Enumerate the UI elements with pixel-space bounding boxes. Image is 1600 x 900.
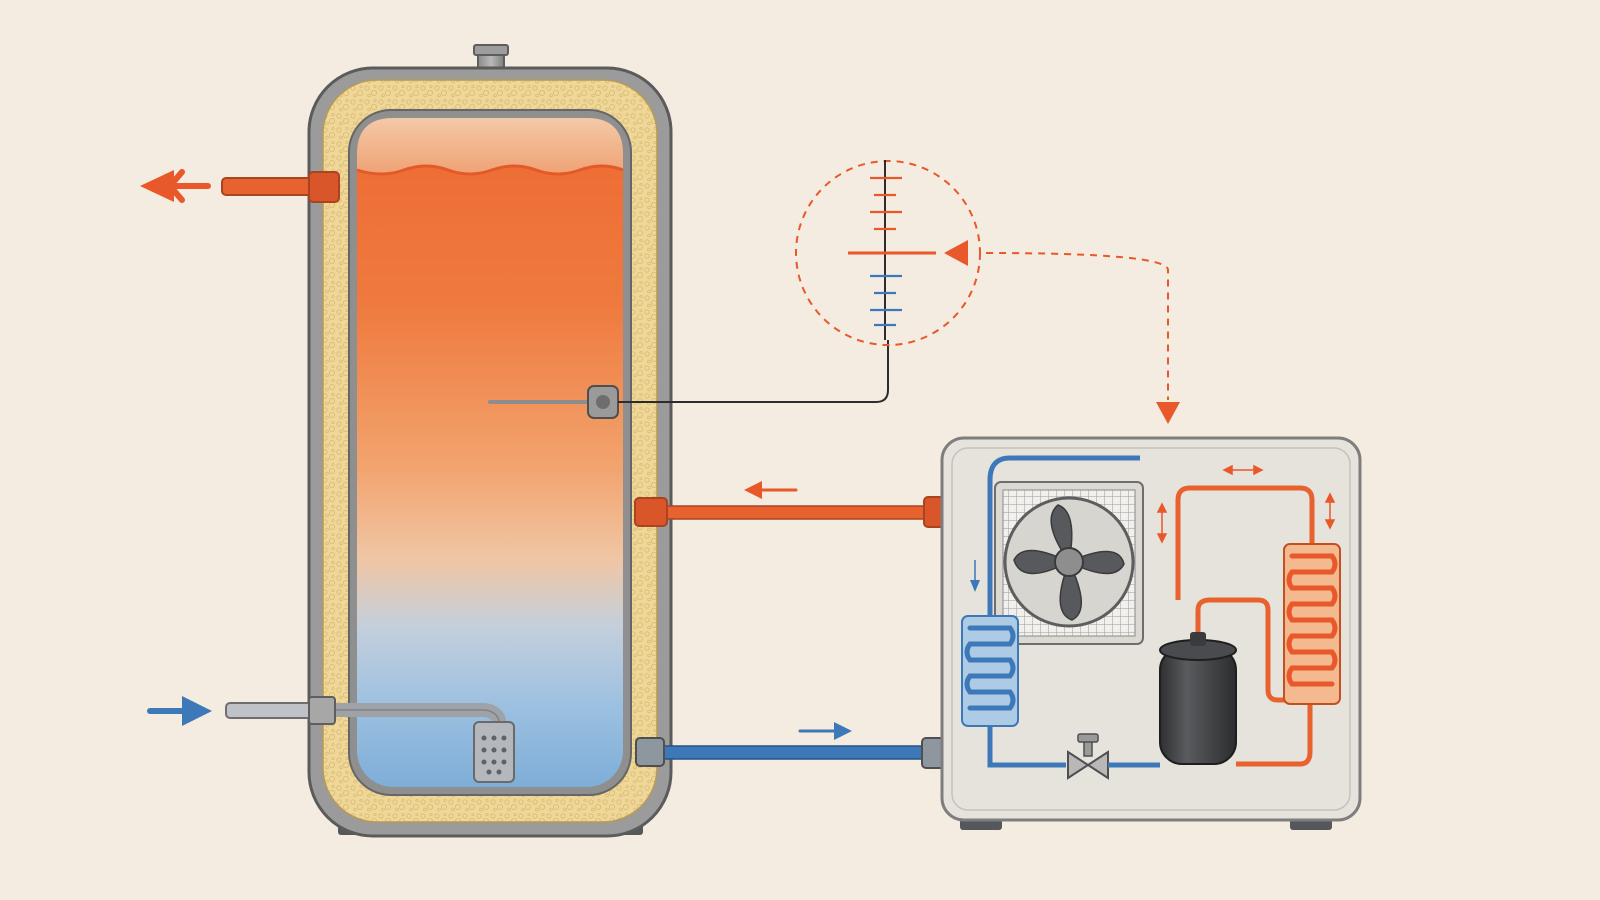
diffuser <box>473 721 515 783</box>
signal-arrow-to-gauge <box>944 240 968 266</box>
refrigerant-line-hot <box>1175 485 1315 767</box>
expansion-valve <box>1067 733 1109 780</box>
storage-tank <box>307 44 673 838</box>
cold-inlet-arrow <box>147 696 212 726</box>
signal-arrow-to-unit <box>1156 402 1180 424</box>
temperature-sensor <box>488 340 889 419</box>
evaporator-coil <box>961 560 1019 727</box>
flow-pipe <box>634 481 947 528</box>
sensor-cable <box>618 340 889 403</box>
cold-water-inlet <box>147 696 515 783</box>
condenser-coil <box>1283 543 1341 705</box>
thermostat-gauge <box>795 160 981 346</box>
air-gap <box>357 118 623 174</box>
water-column <box>357 118 623 787</box>
control-signal-line <box>944 240 1180 424</box>
refrigerant-line-cold <box>987 455 1140 768</box>
flow-pipe-arrow <box>744 481 798 499</box>
return-pipe-arrow <box>798 722 852 740</box>
compressor <box>1159 632 1237 765</box>
return-pipe <box>635 722 947 769</box>
fan <box>994 481 1144 645</box>
water-surface <box>356 164 624 176</box>
hot-water-outlet <box>140 169 340 203</box>
heat-pump-unit <box>940 436 1362 830</box>
refrigerant-flow-arrows <box>1156 464 1336 544</box>
